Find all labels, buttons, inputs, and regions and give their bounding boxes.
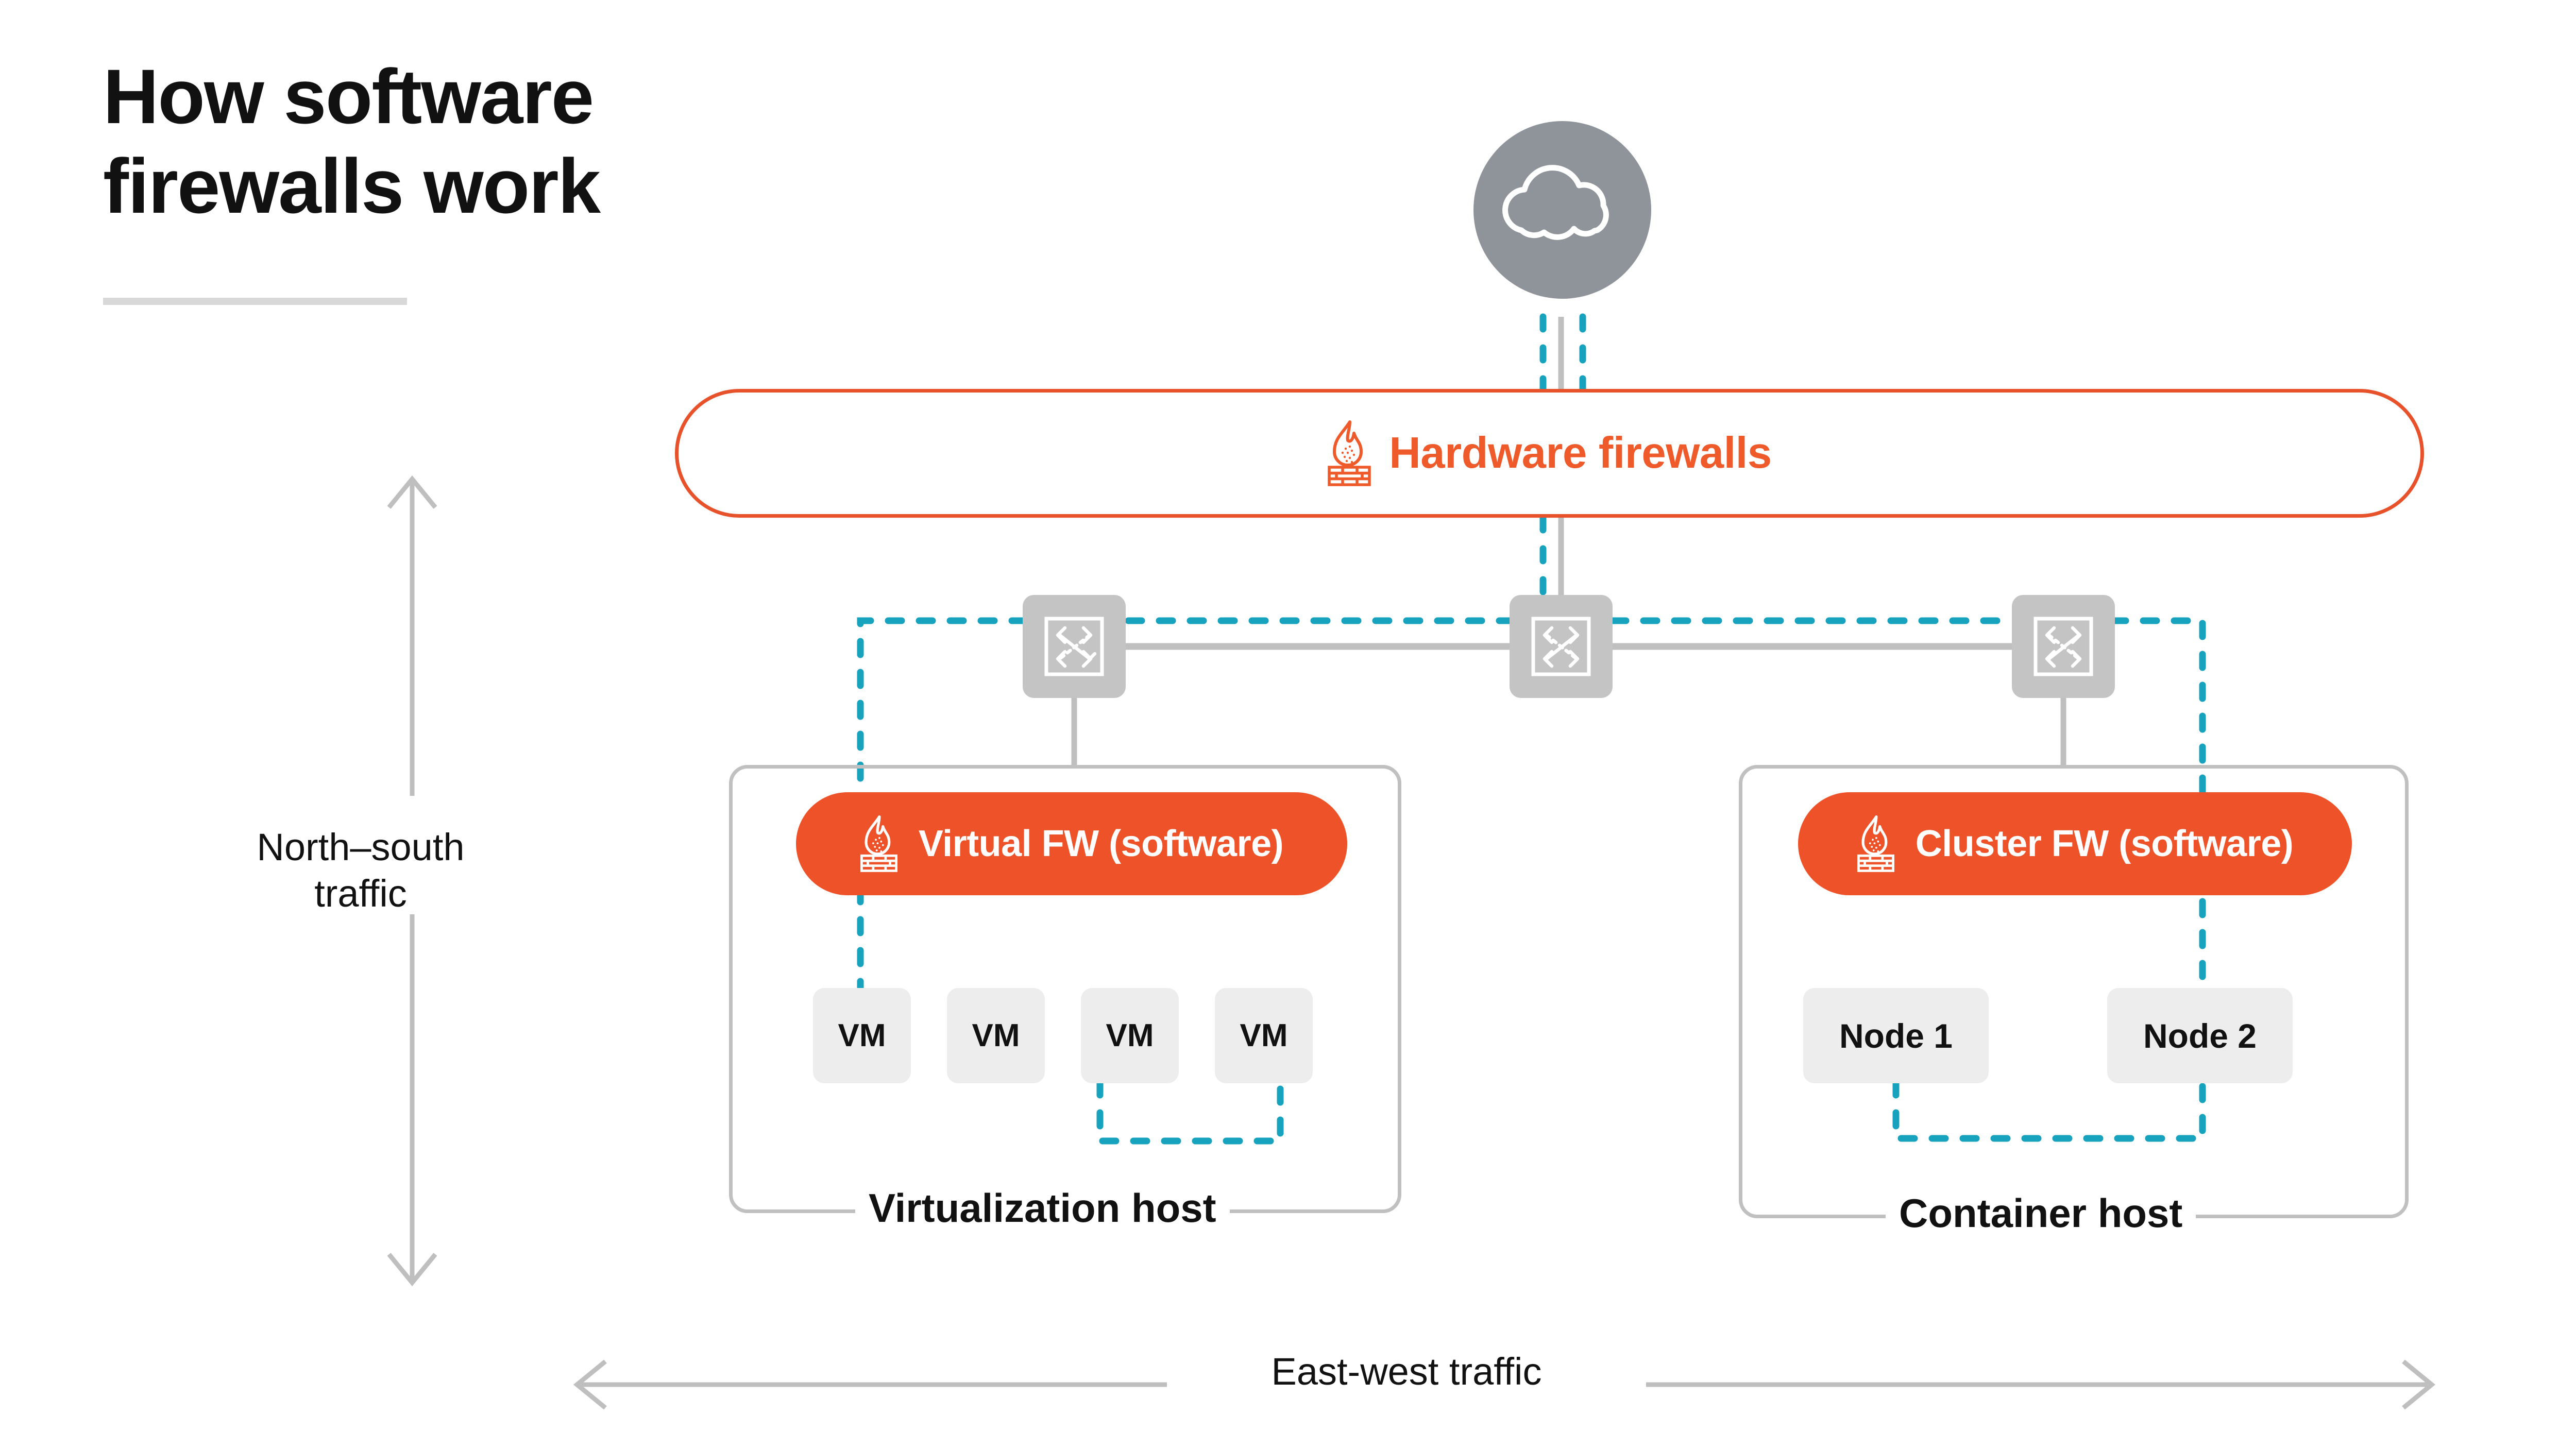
cloud-icon xyxy=(1502,165,1609,240)
cluster-firewall-label: Cluster FW (software) xyxy=(1915,823,2294,864)
network-switch-icon xyxy=(1531,617,1591,676)
switch-left[interactable] xyxy=(1023,595,1126,698)
page-title-line2: firewalls work xyxy=(103,143,601,229)
vm-label: VM xyxy=(838,1018,886,1053)
firewall-icon xyxy=(860,815,897,872)
east-west-traffic-label: East-west traffic xyxy=(1271,1350,1542,1393)
switch-center[interactable] xyxy=(1510,595,1613,698)
firewall-icon xyxy=(1857,815,1894,872)
hardware-firewall-bar[interactable]: Hardware firewalls xyxy=(675,389,2424,518)
vm-box-4[interactable]: VM xyxy=(1215,988,1313,1083)
node-box-2[interactable]: Node 2 xyxy=(2107,988,2293,1083)
page-title: How software firewalls work xyxy=(103,52,773,231)
node-label: Node 1 xyxy=(1839,1016,1953,1055)
network-switch-icon xyxy=(2033,617,2093,676)
north-south-line2: traffic xyxy=(314,872,407,915)
cloud-circle-background xyxy=(1473,121,1651,299)
vm-box-2[interactable]: VM xyxy=(947,988,1045,1083)
hardware-firewall-label: Hardware firewalls xyxy=(1389,429,1772,478)
virtual-firewall-pill[interactable]: Virtual FW (software) xyxy=(796,792,1347,895)
node-box-1[interactable]: Node 1 xyxy=(1803,988,1989,1083)
vm-label: VM xyxy=(972,1018,1020,1053)
page-title-line1: How software xyxy=(103,53,594,140)
virtual-firewall-label: Virtual FW (software) xyxy=(918,823,1284,864)
north-south-traffic-label: North–south traffic xyxy=(185,824,536,917)
firewall-icon xyxy=(1328,420,1371,486)
vm-box-1[interactable]: VM xyxy=(813,988,911,1083)
hwfw-to-center-switch-links xyxy=(1539,514,1564,599)
node-label: Node 2 xyxy=(2143,1016,2257,1055)
cluster-firewall-pill[interactable]: Cluster FW (software) xyxy=(1798,792,2352,895)
container-host-label: Container host xyxy=(1886,1190,2196,1237)
left-host-vm-loop xyxy=(1096,1078,1284,1145)
north-south-line1: North–south xyxy=(257,826,465,868)
cloud-node xyxy=(1473,121,1651,299)
north-south-arrow xyxy=(387,475,437,1287)
vm-label: VM xyxy=(1106,1018,1154,1053)
switch-to-host-legs xyxy=(1071,698,2066,768)
virtualization-host-label: Virtualization host xyxy=(855,1185,1230,1232)
right-host-node-loop xyxy=(1892,1078,2206,1142)
cloud-to-hwfw-links xyxy=(1539,313,1586,393)
title-underline-rule xyxy=(103,298,407,305)
vm-label: VM xyxy=(1240,1018,1288,1053)
east-west-arrow xyxy=(573,1359,2436,1410)
network-switch-icon xyxy=(1044,617,1104,676)
switch-right[interactable] xyxy=(2012,595,2115,698)
vm-box-3[interactable]: VM xyxy=(1081,988,1179,1083)
